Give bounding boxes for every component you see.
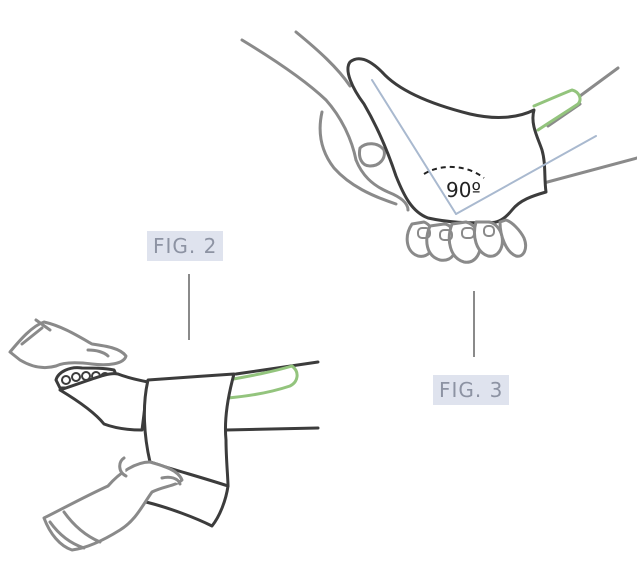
fig2-label: FIG. 2 (147, 231, 223, 261)
fig2-illustration (10, 274, 318, 550)
fig2-upper-hand (10, 320, 126, 368)
fig2-wrap (144, 374, 234, 526)
fig3-label: FIG. 3 (433, 375, 509, 405)
fig3-toes (407, 220, 525, 262)
fig3-angle-label: 90º (446, 178, 481, 202)
fig3-illustration: 90º (242, 32, 637, 357)
